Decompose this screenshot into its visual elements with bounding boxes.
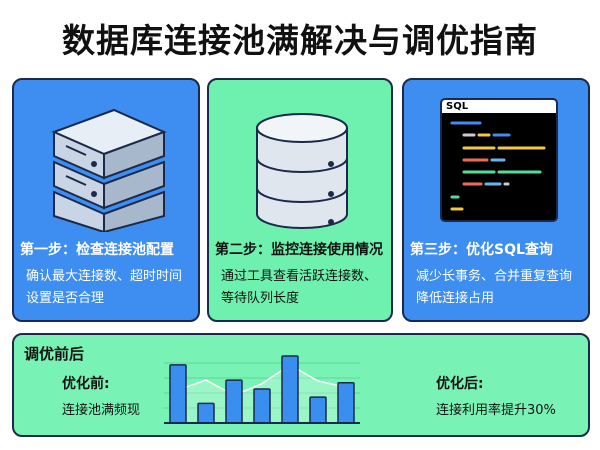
after-label: 优化后: (436, 376, 484, 392)
step-card-3: SQL 第三步：优化SQL查询 减少长事务、合并重复查询降低连接占用 (402, 78, 590, 322)
before-block: 优化前: 连接池满频现 (62, 373, 140, 418)
step-desc: 通过工具查看活跃连接数、等待队列长度 (221, 269, 378, 306)
step-title: 第一步：检查连接池配置 (20, 242, 174, 258)
chart-bar (169, 364, 187, 424)
sql-editor-icon: SQL (404, 92, 588, 232)
before-label: 优化前: (62, 376, 110, 392)
step-title: 第三步：优化SQL查询 (410, 242, 553, 258)
chart-bar (281, 355, 299, 424)
chart-bar (197, 402, 215, 424)
editor-label: SQL (442, 100, 556, 113)
database-icon (209, 92, 391, 232)
before-text: 连接池满频现 (62, 403, 141, 418)
step-card-1: 第一步：检查连接池配置 确认最大连接数、超时时间设置是否合理 (12, 78, 200, 322)
page-title: 数据库连接池满解决与调优指南 (62, 21, 538, 60)
trend-line (177, 363, 347, 397)
step-desc: 确认最大连接数、超时时间设置是否合理 (26, 269, 183, 306)
comparison-title: 调优前后 (24, 345, 85, 363)
step-desc: 减少长事务、合并重复查询降低连接占用 (416, 269, 573, 306)
chart-bar (337, 382, 355, 424)
step-card-2: 第二步：监控连接使用情况 通过工具查看活跃连接数、等待队列长度 (207, 78, 393, 322)
comparison-panel: 调优前后 优化前: 连接池满频现 优化后: 连接利用率提升30% (12, 333, 590, 437)
chart-bar (253, 388, 271, 424)
chart-bar (309, 396, 327, 424)
server-rack-icon (14, 92, 198, 234)
chart-bar (225, 379, 243, 424)
after-text: 连接利用率提升30% (436, 403, 556, 418)
after-block: 优化后: 连接利用率提升30% (436, 373, 556, 418)
step-title: 第二步：监控连接使用情况 (215, 242, 383, 258)
comparison-chart (164, 355, 360, 424)
